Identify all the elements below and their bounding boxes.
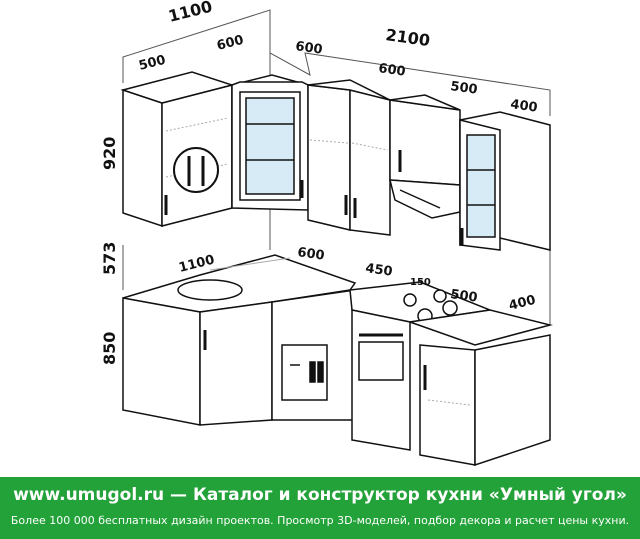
- sink: [177, 279, 243, 301]
- dim-counter-500: 500: [449, 287, 478, 306]
- dim-counter-600: 600: [296, 245, 325, 264]
- dim-counter-400: 400: [507, 293, 537, 314]
- kitchen-drawing: 1100 2100 500 600 600 600 500 400 920 57…: [100, 0, 553, 467]
- dim-height-backsplash: 573: [100, 242, 119, 275]
- dim-top-right: 2100: [384, 25, 431, 50]
- dim-upper-500-left: 500: [137, 53, 167, 74]
- upper-cabinet-hood: [389, 99, 461, 186]
- dim-counter-450: 450: [364, 261, 393, 280]
- plate-fork-knife-icon: [173, 147, 219, 193]
- dim-upper-600-c: 600: [377, 61, 406, 80]
- banner-subtitle: Более 100 000 бесплатных дизайн проектов…: [10, 514, 630, 527]
- dim-height-upper: 920: [100, 137, 119, 170]
- upper-cabinet-left: [122, 88, 163, 228]
- dim-upper-500-right: 500: [449, 79, 478, 98]
- countertop-right: [409, 309, 553, 346]
- base-cabinet-right: [419, 344, 476, 466]
- banner-title-link[interactable]: www.umugol.ru — Каталог и конструктор ку…: [13, 485, 627, 505]
- dim-upper-600-a: 600: [215, 33, 245, 54]
- footer-banner: www.umugol.ru — Каталог и конструктор ку…: [0, 477, 640, 539]
- dim-top-left: 1100: [166, 0, 214, 26]
- dim-height-base: 850: [100, 332, 119, 365]
- dim-upper-600-b: 600: [294, 39, 323, 58]
- base-cabinet-sink: [122, 297, 201, 426]
- upper-cabinet-600: [307, 84, 351, 231]
- dim-upper-400: 400: [509, 97, 538, 116]
- dim-counter-150: 150: [410, 277, 431, 288]
